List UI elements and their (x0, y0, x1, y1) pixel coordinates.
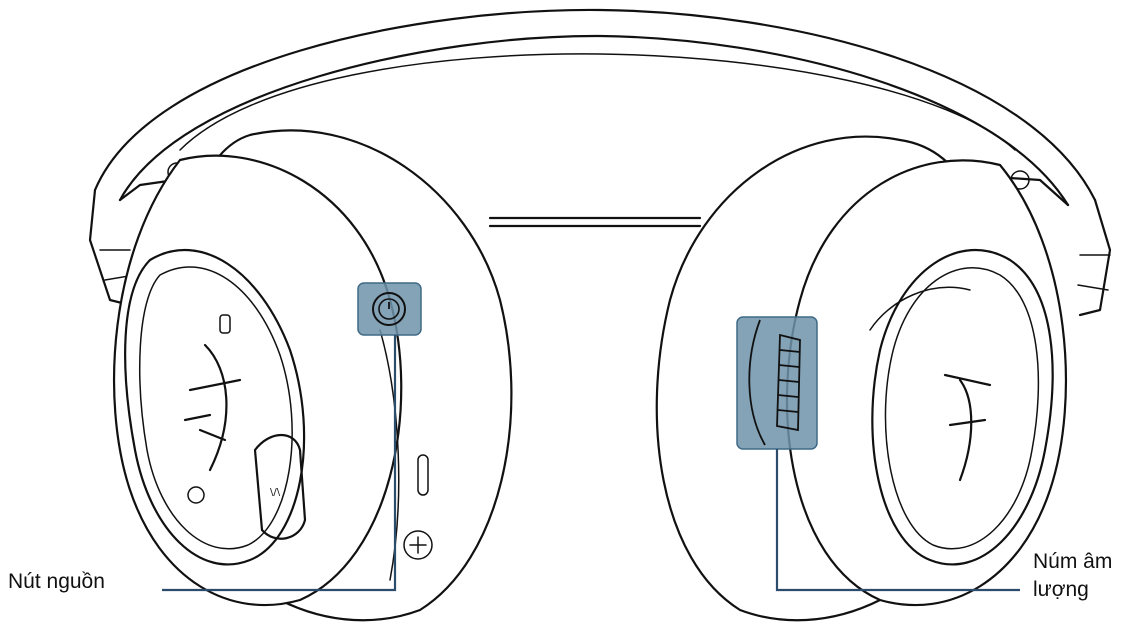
hyperx-logo (203, 343, 228, 472)
power-leader-line (162, 335, 397, 592)
right-ear-cup (655, 135, 1067, 622)
headband (88, 8, 1112, 317)
svg-text:\/\: \/\ (270, 487, 281, 498)
volume-wheel-label: Núm âm lượng (1033, 550, 1113, 601)
power-button-label: Nút nguồn (8, 570, 105, 593)
left-ear-cup: \/\ (113, 129, 513, 622)
volume-wheel-ridges (748, 319, 801, 446)
volume-leader-line (775, 449, 1020, 592)
mic-mute-icon (253, 434, 307, 540)
power-icon (372, 292, 406, 326)
